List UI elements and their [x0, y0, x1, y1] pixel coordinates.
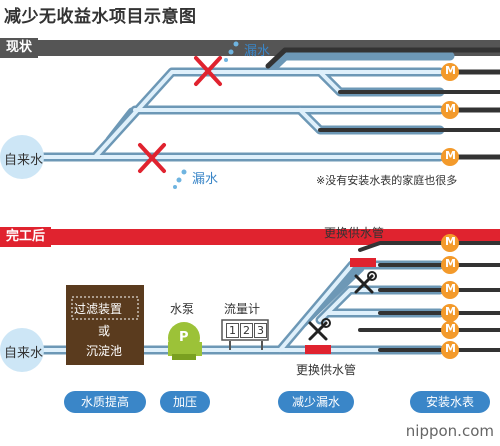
- meter-letter: M: [445, 257, 456, 270]
- after-source-label: 自来水: [4, 346, 44, 361]
- flowmeter-digit: 1: [226, 323, 239, 338]
- meter-letter: M: [445, 322, 456, 335]
- treatment-line3: 沉淀池: [86, 344, 123, 358]
- replace-bar-top: [350, 258, 376, 267]
- water-drop-icons: [173, 41, 239, 189]
- leak-label-bottom: 漏水: [192, 172, 219, 187]
- pump-label: 水泵: [170, 302, 195, 316]
- replace-label-bottom: 更换供水管: [296, 363, 357, 377]
- after-source-circle: [0, 328, 44, 372]
- after-section-bar: [0, 229, 500, 245]
- meter-icon: [441, 256, 459, 274]
- flowmeter-digit: 2: [240, 323, 253, 338]
- step-pill-install-meter: 安装水表: [410, 391, 490, 413]
- meter-letter: M: [445, 282, 456, 295]
- meter-letter: M: [445, 64, 456, 77]
- pump-letter: P: [179, 330, 189, 345]
- flowmeter-label: 流量计: [224, 302, 261, 316]
- meter-letter: M: [445, 235, 456, 248]
- meter-icon: [441, 63, 459, 81]
- wrench-icon-bottom: [308, 318, 331, 341]
- leak-label-top: 漏水: [244, 44, 271, 59]
- current-meter-icons: [441, 63, 459, 166]
- meter-icon: [441, 304, 459, 322]
- after-tag: 完工后: [0, 227, 52, 247]
- after-meter-icons: [441, 234, 459, 359]
- meter-letter: M: [445, 149, 456, 162]
- footer-brand: nippon.com: [405, 422, 494, 440]
- replace-bar-bottom: [305, 345, 331, 354]
- meter-icon: [441, 341, 459, 359]
- treatment-line2: 或: [98, 324, 111, 338]
- current-source-label: 自来水: [4, 153, 44, 168]
- meter-icon: [441, 234, 459, 252]
- step-pill-pressurize: 加压: [160, 391, 210, 413]
- replace-label-top: 更换供水管: [324, 226, 385, 240]
- meter-letter: M: [445, 102, 456, 115]
- current-source-circle: [0, 135, 44, 179]
- current-note: ※没有安装水表的家庭也很多: [316, 174, 458, 187]
- pump-icon: [168, 322, 202, 360]
- meter-icon: [441, 148, 459, 166]
- page-title: 减少无收益水项目示意图: [4, 7, 197, 27]
- treatment-line1: 过滤装置: [74, 302, 123, 316]
- current-pipes: [35, 47, 500, 162]
- flowmeter-digit: 3: [254, 323, 267, 338]
- wrench-icon-top: [354, 271, 377, 294]
- step-pill-water-quality: 水质提高: [64, 391, 146, 413]
- flowmeter-icon: [221, 319, 269, 350]
- meter-icon: [441, 281, 459, 299]
- meter-letter: M: [445, 342, 456, 355]
- meter-letter: M: [445, 305, 456, 318]
- step-pill-reduce-leak: 减少漏水: [278, 391, 354, 413]
- current-tag: 现状: [0, 38, 39, 58]
- leak-x-marks: [138, 56, 222, 173]
- meter-icon: [441, 321, 459, 339]
- treatment-box: [66, 285, 144, 365]
- meter-icon: [441, 101, 459, 119]
